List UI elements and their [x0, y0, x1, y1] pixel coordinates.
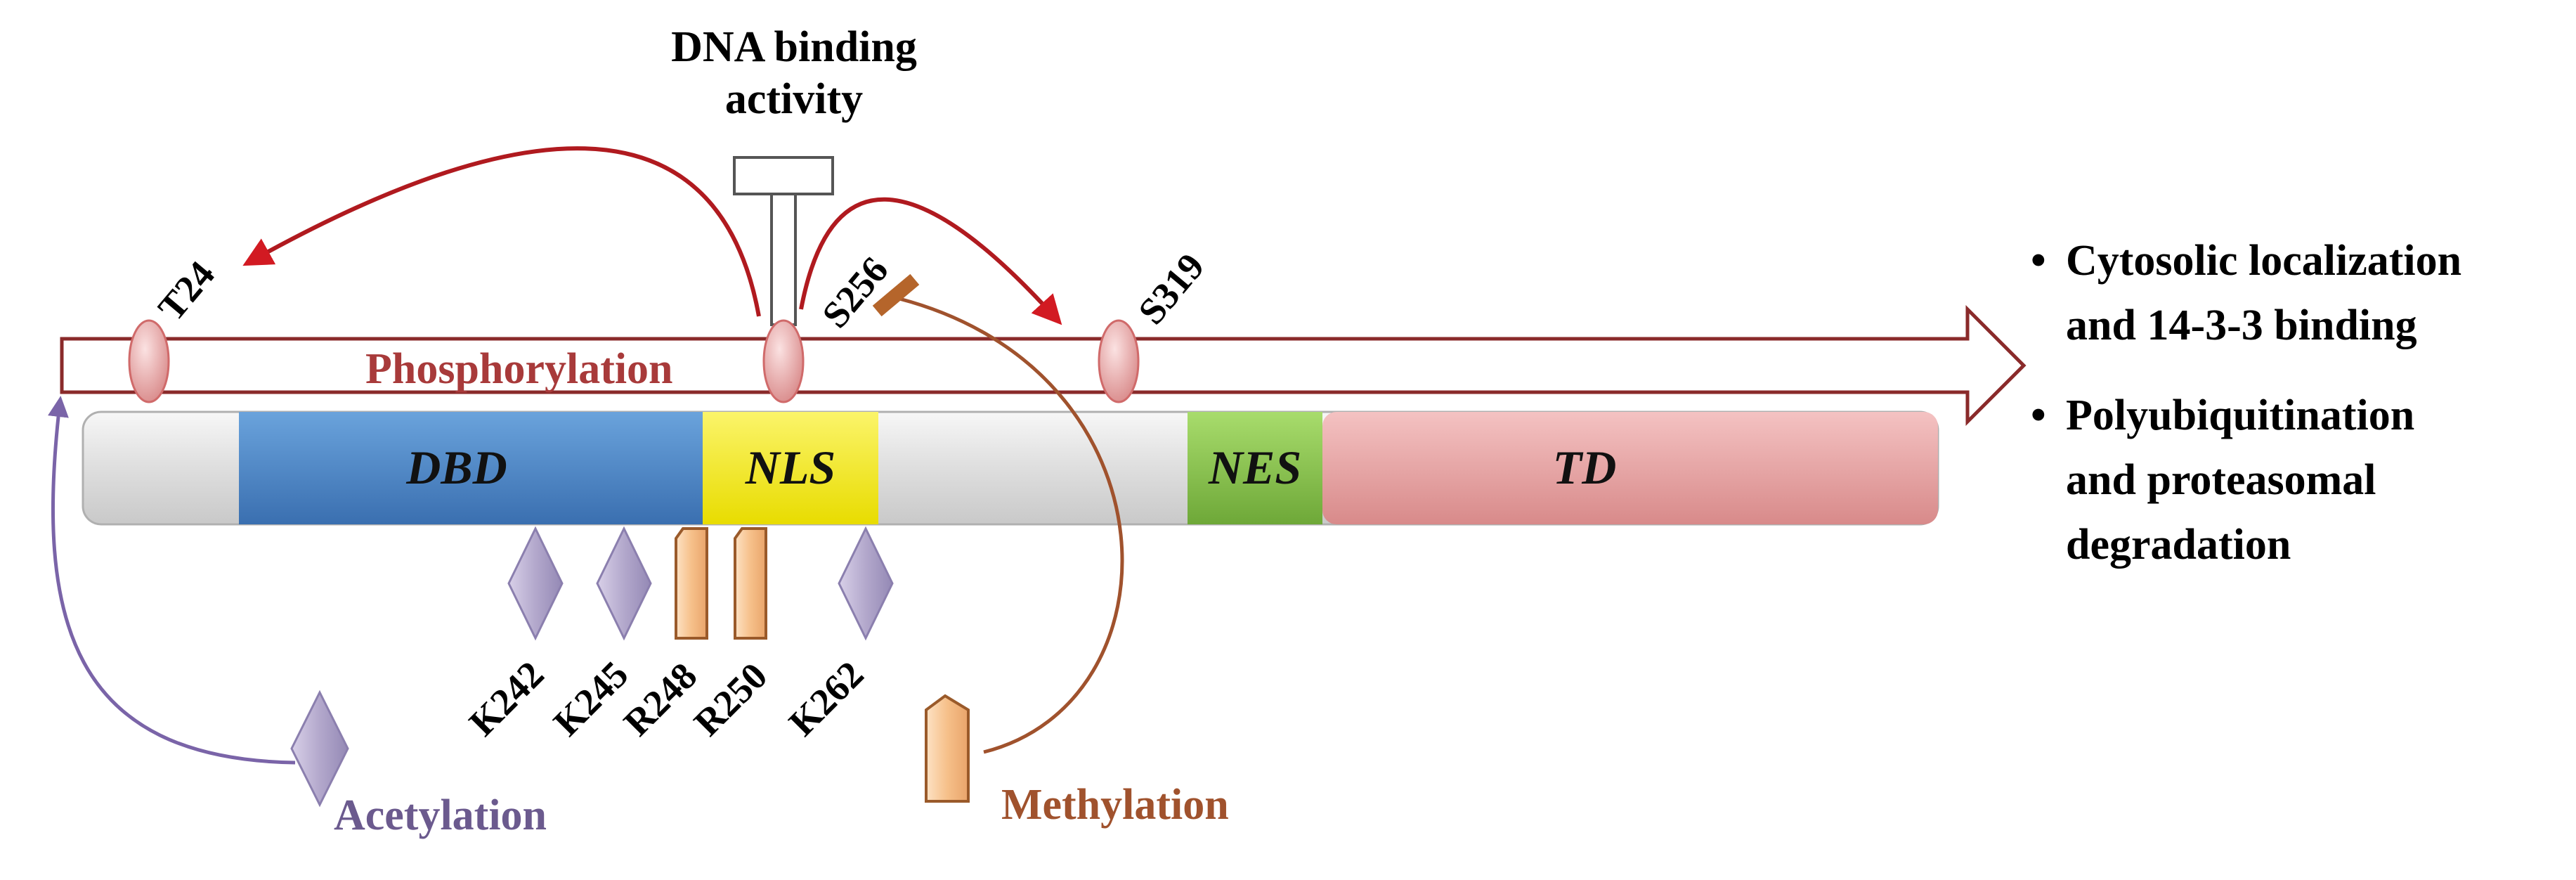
domain-nls-label: NLS — [745, 441, 835, 494]
outcome-polyubiquitination-line2: and proteasomal — [2066, 456, 2376, 504]
dna-binding-bar — [733, 156, 834, 195]
acetyl-k245-diamond — [596, 526, 652, 641]
methylation-label: Methylation — [1001, 781, 1229, 829]
domain-nes-label: NES — [1208, 441, 1301, 494]
outcome-cytosolic-line2: and 14-3-3 binding — [2066, 302, 2417, 349]
site-s319-oval — [1098, 319, 1140, 403]
methylation-inhibition-curve — [899, 297, 1124, 754]
site-k242-label: K242 — [461, 653, 552, 744]
dna-binding-line1: DNA binding — [671, 23, 917, 71]
domain-nes — [1188, 412, 1322, 524]
outcome-bullet: • — [2031, 392, 2046, 439]
phosphorylation-label: Phosphorylation — [365, 345, 673, 393]
site-t24-oval — [128, 319, 170, 403]
outcome-polyubiquitination-line1: Polyubiquitination — [2066, 392, 2415, 439]
outcome-polyubiquitination-line3: degradation — [2066, 521, 2291, 569]
arrow-s256-to-s319 — [799, 197, 1062, 325]
site-k262-label: K262 — [781, 653, 871, 744]
dna-binding-line2: activity — [724, 75, 864, 123]
outcome-polyubiquitination: • Polyubiquitination and proteasomal deg… — [2031, 383, 2565, 577]
methyl-r248-marker — [675, 527, 708, 640]
site-r248-label: R248 — [616, 654, 705, 744]
site-k245-label: K245 — [545, 653, 636, 744]
dna-binding-stem — [770, 193, 797, 326]
acetyl-k262-diamond — [838, 526, 894, 641]
outcome-bullet: • — [2031, 237, 2046, 285]
acetylation-legend-diamond — [290, 690, 349, 808]
site-t24-label: T24 — [150, 253, 223, 329]
site-r250-label: R250 — [686, 654, 775, 744]
methyl-r250-marker — [734, 527, 767, 640]
domain-nls — [703, 412, 878, 524]
domain-dbd — [239, 412, 703, 524]
dna-binding-label: DNA binding activity — [597, 21, 991, 125]
site-s256-oval — [762, 319, 805, 403]
domain-dbd-label: DBD — [405, 441, 507, 494]
acetyl-k242-diamond — [507, 526, 564, 641]
domain-td-label: TD — [1553, 441, 1617, 494]
outcome-cytosolic-line1: Cytosolic localization — [2066, 237, 2462, 285]
methylation-inhibition-bar — [872, 273, 920, 317]
arrow-s256-to-t24 — [242, 146, 761, 317]
phosphorylation-arrow — [60, 304, 2027, 427]
site-s256-label: S256 — [814, 249, 896, 336]
acetylation-label: Acetylation — [334, 791, 547, 839]
site-s319-label: S319 — [1130, 245, 1212, 332]
domain-td — [1322, 412, 1938, 524]
acetylation-curve — [48, 396, 296, 765]
outcome-cytosolic: • Cytosolic localization and 14-3-3 bind… — [2031, 228, 2565, 358]
methylation-legend-marker — [925, 694, 970, 803]
